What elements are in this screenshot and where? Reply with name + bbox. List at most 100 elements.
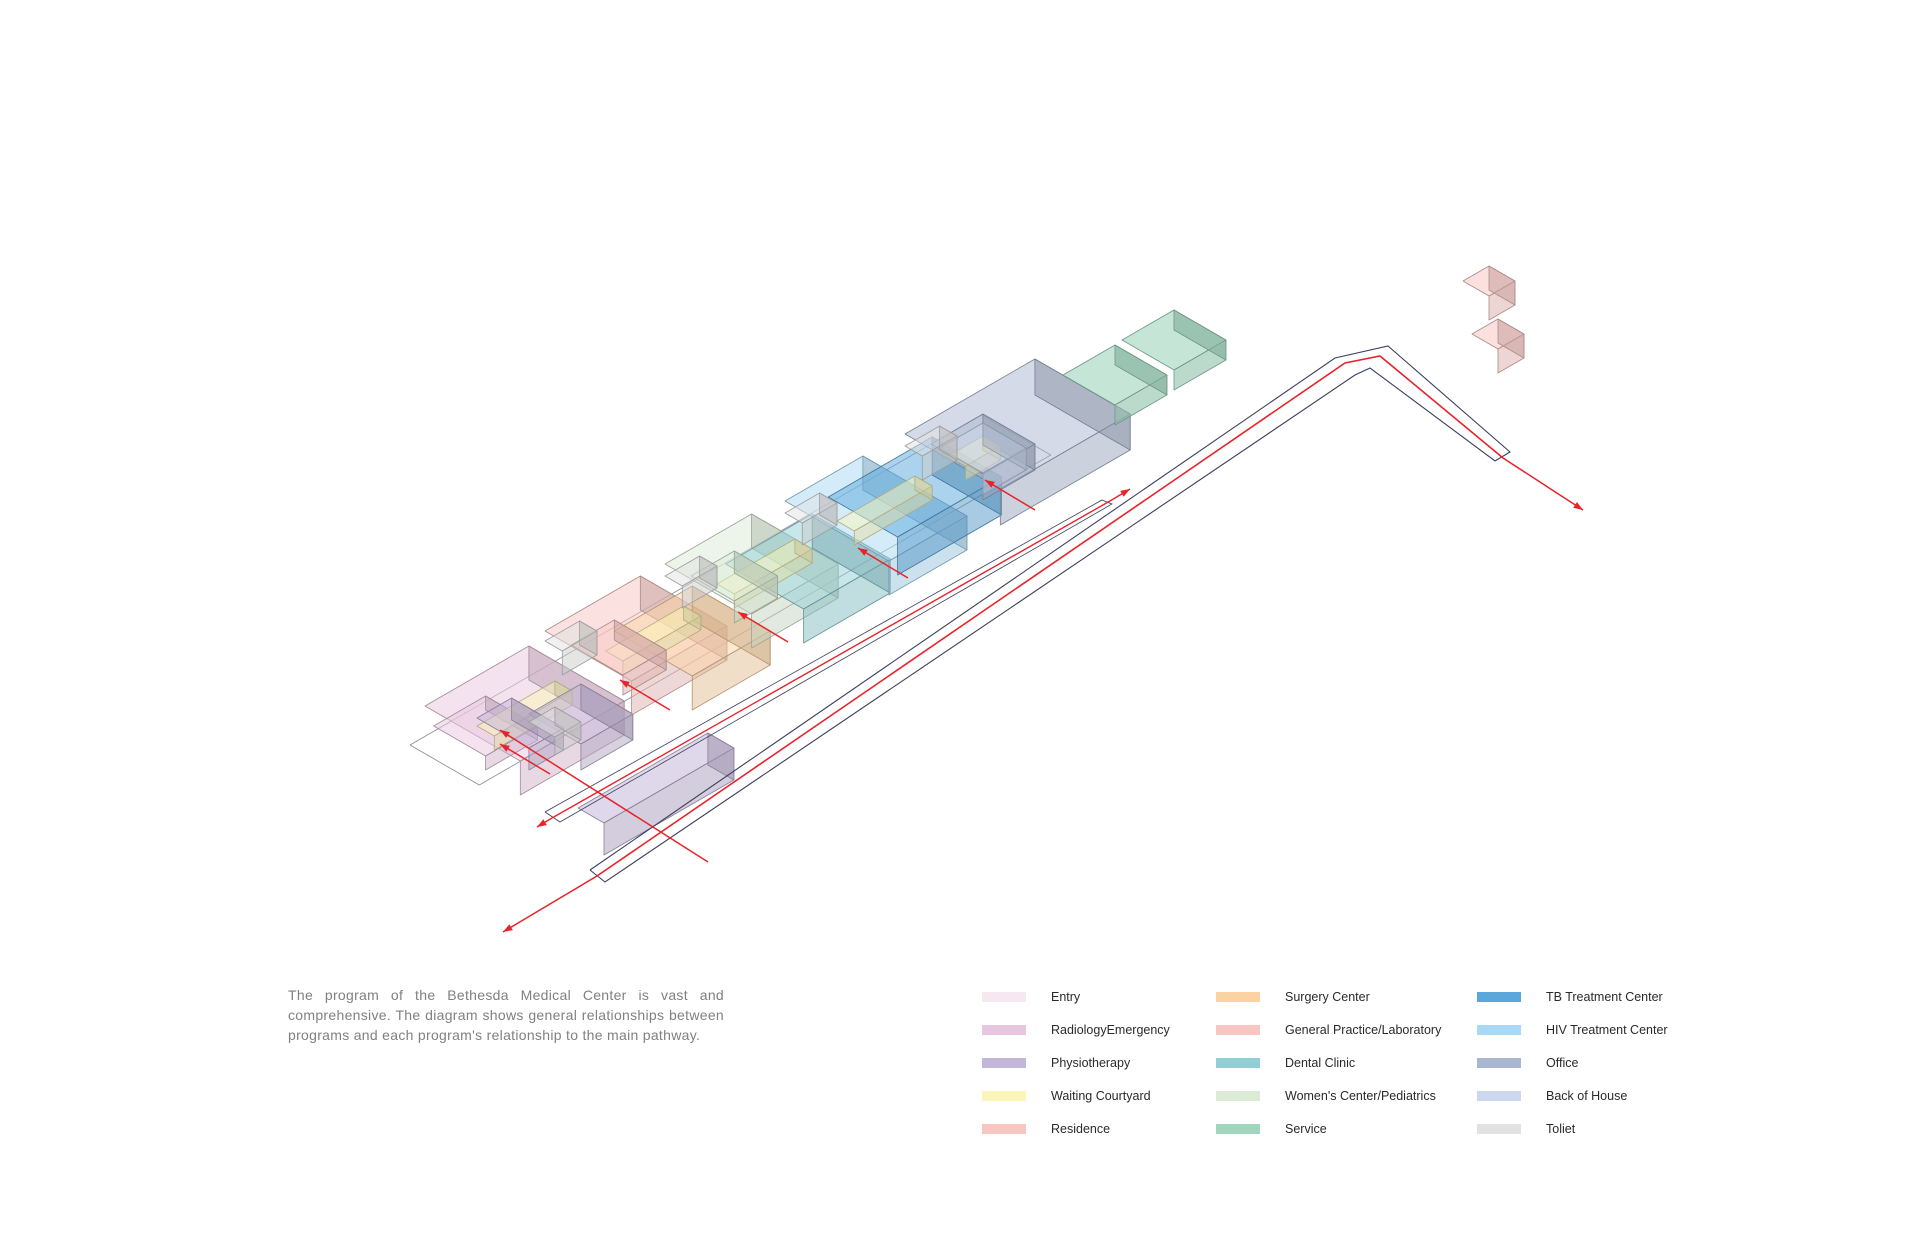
- program-block-physiotherapy: [577, 732, 735, 856]
- program-block-toilet: [664, 555, 718, 609]
- legend-label: Surgery Center: [1285, 989, 1370, 1004]
- legend-item-waiting: Waiting Courtyard: [982, 1079, 1242, 1112]
- secondary-pathway-line: [551, 500, 1111, 819]
- legend-item-residence: Residence: [982, 1112, 1242, 1145]
- arrowhead-icon: [985, 480, 995, 488]
- program-block-toilet: [784, 492, 838, 546]
- legend-item-surgery: Surgery Center: [1216, 980, 1476, 1013]
- legend-swatch: [982, 1057, 1026, 1068]
- legend-item-service: Service: [1216, 1112, 1476, 1145]
- legend-item-dental: Dental Clinic: [1216, 1046, 1476, 1079]
- legend-item-physiotherapy: Physiotherapy: [982, 1046, 1242, 1079]
- program-block-toilet: [544, 620, 598, 676]
- legend-label: Entry: [1051, 989, 1081, 1004]
- block-side: [1488, 265, 1516, 306]
- legend-label: Office: [1546, 1055, 1579, 1070]
- legend-item-backofhouse: Back of House: [1477, 1079, 1737, 1112]
- legend-swatch: [1477, 1090, 1521, 1101]
- block-side: [1173, 309, 1227, 361]
- block-side: [982, 422, 1027, 471]
- legend-label: Residence: [1051, 1121, 1111, 1136]
- cluster-arrow: [857, 547, 909, 579]
- block-side: [794, 538, 813, 564]
- legend-label: Service: [1285, 1121, 1327, 1136]
- pathway-arrow-east: [1502, 457, 1584, 511]
- block-side: [580, 683, 634, 741]
- legend-item-tb: TB Treatment Center: [1477, 980, 1737, 1013]
- cluster-arrow: [619, 679, 671, 711]
- block-side: [819, 492, 838, 526]
- block-side: [1114, 344, 1168, 396]
- legend-swatch: [982, 1090, 1026, 1101]
- block-side: [699, 555, 718, 589]
- description-text: The program of the Bethesda Medical Cent…: [288, 987, 724, 1043]
- legend-label: Physiotherapy: [1051, 1055, 1131, 1070]
- arrowhead-icon: [537, 819, 547, 827]
- arrowhead-icon: [738, 612, 748, 620]
- pathway-outline: [589, 345, 1511, 883]
- legend-swatch: [982, 1024, 1026, 1035]
- legend-swatch: [1216, 1090, 1260, 1101]
- arrowhead-icon: [503, 924, 513, 932]
- entry-arrow: [499, 729, 709, 863]
- arrowhead-icon: [858, 548, 868, 556]
- arrowhead-icon: [500, 730, 510, 738]
- legend-item-toilet: Toliet: [1477, 1112, 1737, 1145]
- legend-item-entry: Entry: [982, 980, 1242, 1013]
- block-side: [707, 732, 735, 781]
- legend-label: Back of House: [1546, 1088, 1628, 1103]
- block-side: [914, 475, 933, 501]
- legend-item-hiv: HIV Treatment Center: [1477, 1013, 1737, 1046]
- arrowhead-icon: [500, 744, 510, 752]
- pathway-line: [596, 355, 1504, 877]
- legend-item-office: Office: [1477, 1046, 1737, 1079]
- legend-swatch: [1477, 1057, 1521, 1068]
- program-block-residence: [1471, 318, 1525, 374]
- block-side: [1497, 318, 1525, 359]
- program-block-service: [1121, 309, 1227, 391]
- arrowhead-icon: [620, 680, 630, 688]
- legend-label: TB Treatment Center: [1546, 989, 1663, 1004]
- legend-label: Dental Clinic: [1285, 1055, 1356, 1070]
- legend-swatch: [1477, 1123, 1521, 1134]
- legend-swatch: [1216, 1024, 1260, 1035]
- program-blocks: [409, 265, 1525, 856]
- block-side: [683, 605, 702, 631]
- program-block-residence: [1462, 265, 1516, 321]
- program-block-waiting: [836, 475, 933, 546]
- legend-item-radiology: RadiologyEmergency: [982, 1013, 1242, 1046]
- cluster-arrow: [737, 611, 789, 643]
- program-block-toilet: [904, 425, 958, 481]
- legend-label: RadiologyEmergency: [1051, 1022, 1170, 1037]
- legend-swatch: [1216, 1057, 1260, 1068]
- legend-swatch: [982, 991, 1026, 1002]
- legend-label: Toliet: [1546, 1121, 1576, 1136]
- program-block-toilet: [528, 706, 582, 756]
- secondary-pathway-outline: [544, 499, 1113, 823]
- pathway-arrow-south: [502, 875, 598, 933]
- arrowhead-icon: [1573, 502, 1583, 510]
- legend-swatch: [1477, 991, 1521, 1002]
- legend-swatch: [1216, 991, 1260, 1002]
- legend-label: Waiting Courtyard: [1051, 1088, 1151, 1103]
- main-pathway: [499, 345, 1584, 933]
- program-diagram: [409, 265, 1584, 933]
- legend-label: HIV Treatment Center: [1546, 1022, 1668, 1037]
- cluster-arrow: [499, 743, 551, 775]
- legend-swatch: [1216, 1123, 1260, 1134]
- legend-label: Women's Center/Pediatrics: [1285, 1088, 1436, 1103]
- block-side: [939, 425, 958, 461]
- legend-item-womens: Women's Center/Pediatrics: [1216, 1079, 1476, 1112]
- legend-swatch: [982, 1123, 1026, 1134]
- legend-label: General Practice/Laboratory: [1285, 1022, 1442, 1037]
- block-side: [554, 706, 582, 741]
- arrowhead-icon: [1120, 489, 1130, 497]
- program-block-service: [1062, 344, 1168, 426]
- block-side: [579, 620, 598, 656]
- legend-item-general: General Practice/Laboratory: [1216, 1013, 1476, 1046]
- cluster-arrow: [984, 479, 1036, 511]
- block-side: [733, 550, 778, 599]
